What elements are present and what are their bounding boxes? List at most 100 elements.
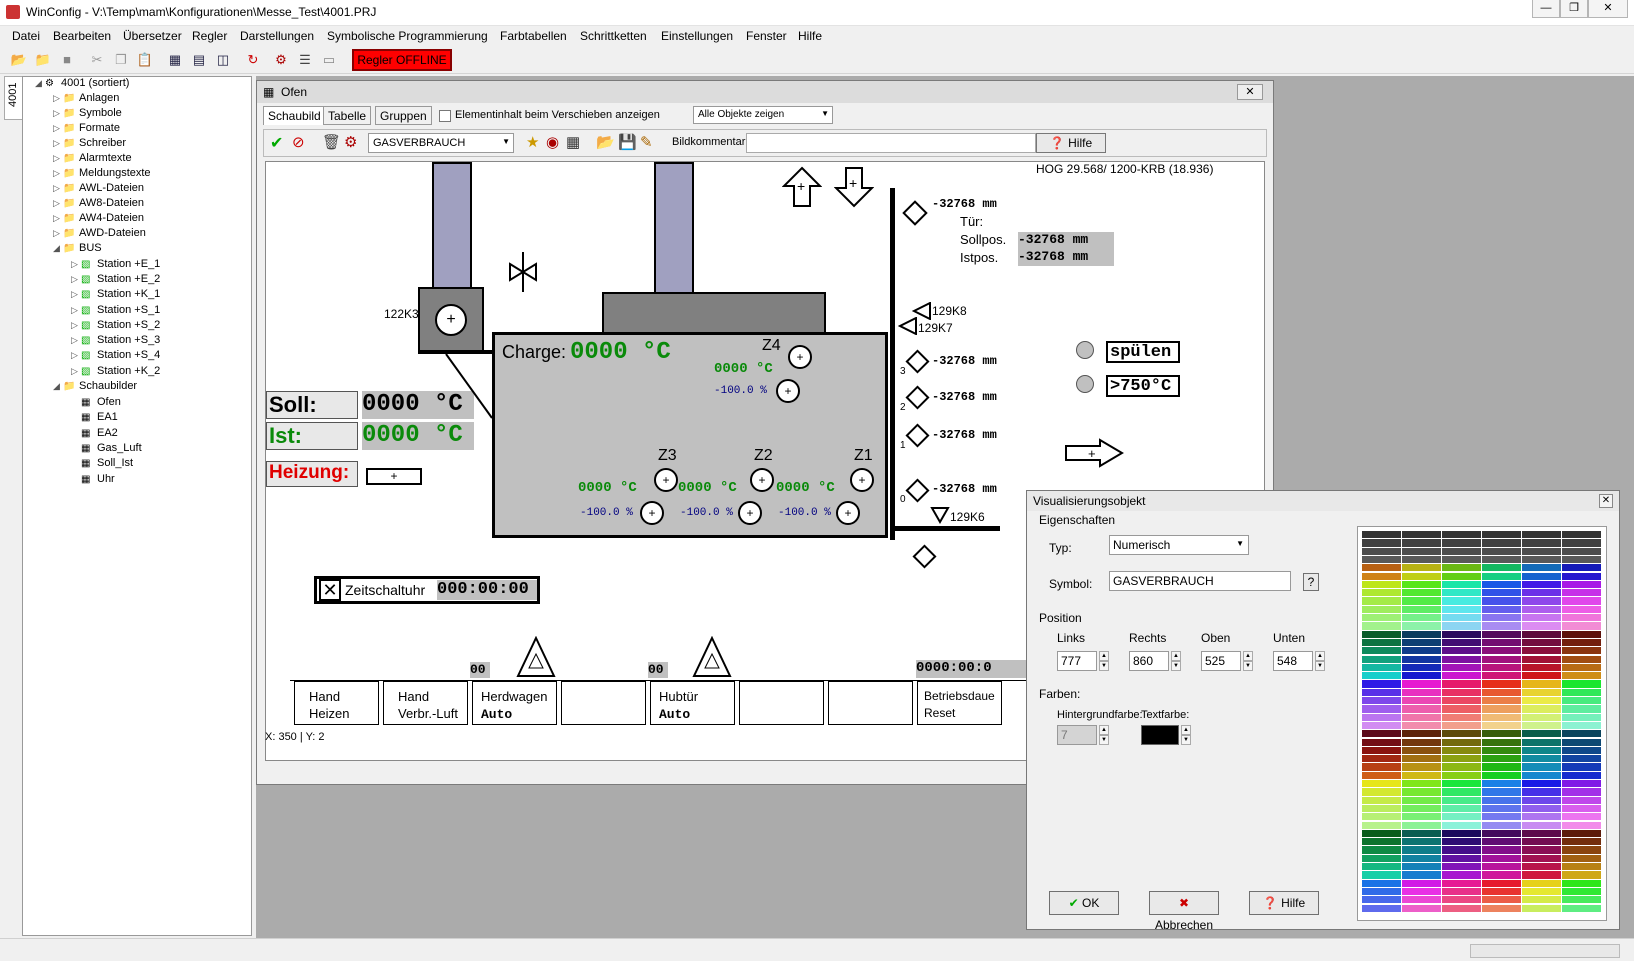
palette-swatch[interactable] bbox=[1562, 796, 1601, 804]
palette-swatch[interactable] bbox=[1482, 838, 1521, 846]
palette-swatch[interactable] bbox=[1522, 605, 1561, 613]
palette-swatch[interactable] bbox=[1442, 788, 1481, 796]
palette-swatch[interactable] bbox=[1442, 672, 1481, 680]
palette-swatch[interactable] bbox=[1482, 697, 1521, 705]
palette-swatch[interactable] bbox=[1482, 713, 1521, 721]
palette-swatch[interactable] bbox=[1442, 597, 1481, 605]
minimize-button[interactable]: — bbox=[1532, 0, 1560, 18]
palette-swatch[interactable] bbox=[1402, 879, 1441, 887]
unten-spin-down[interactable]: ▼ bbox=[1315, 661, 1325, 671]
palette-swatch[interactable] bbox=[1522, 564, 1561, 572]
palette-swatch[interactable] bbox=[1442, 697, 1481, 705]
tree-item[interactable]: ▷📁Symbole bbox=[53, 107, 122, 119]
palette-swatch[interactable] bbox=[1402, 713, 1441, 721]
palette-swatch[interactable] bbox=[1562, 813, 1601, 821]
palette-swatch[interactable] bbox=[1562, 697, 1601, 705]
palette-swatch[interactable] bbox=[1402, 763, 1441, 771]
tree-item[interactable]: ▷📁AWD-Dateien bbox=[53, 227, 146, 239]
palette-swatch[interactable] bbox=[1362, 589, 1401, 597]
palette-swatch[interactable] bbox=[1442, 730, 1481, 738]
palette-swatch[interactable] bbox=[1402, 531, 1441, 539]
palette-swatch[interactable] bbox=[1562, 622, 1601, 630]
delete-icon[interactable]: 🗑 bbox=[322, 134, 342, 151]
tab-schaubild[interactable]: Schaubild bbox=[263, 106, 326, 125]
palette-swatch[interactable] bbox=[1482, 887, 1521, 896]
palette-swatch[interactable] bbox=[1362, 863, 1401, 871]
palette-swatch[interactable] bbox=[1562, 539, 1601, 547]
empty-button-7[interactable] bbox=[828, 681, 913, 725]
palette-swatch[interactable] bbox=[1442, 688, 1481, 696]
palette-swatch[interactable] bbox=[1522, 879, 1561, 887]
palette-swatch[interactable] bbox=[1522, 829, 1561, 838]
palette-swatch[interactable] bbox=[1442, 539, 1481, 547]
palette-swatch[interactable] bbox=[1482, 846, 1521, 854]
palette-swatch[interactable] bbox=[1562, 663, 1601, 672]
elementinhalt-checkbox[interactable] bbox=[439, 110, 451, 122]
monitor-icon[interactable]: ▭ bbox=[322, 52, 336, 67]
palette-swatch[interactable] bbox=[1402, 813, 1441, 821]
palette-swatch[interactable] bbox=[1442, 746, 1481, 755]
tree-item[interactable]: ▷📁Meldungstexte bbox=[53, 167, 151, 179]
oben-spin-up[interactable]: ▲ bbox=[1243, 651, 1253, 661]
palette-swatch[interactable] bbox=[1362, 771, 1401, 779]
hilfe-button[interactable]: ❓ Hilfe bbox=[1036, 133, 1106, 153]
palette-swatch[interactable] bbox=[1402, 614, 1441, 622]
palette-swatch[interactable] bbox=[1442, 638, 1481, 647]
palette-swatch[interactable] bbox=[1362, 647, 1401, 655]
palette-swatch[interactable] bbox=[1522, 539, 1561, 547]
palette-swatch[interactable] bbox=[1362, 555, 1401, 564]
palette-swatch[interactable] bbox=[1362, 697, 1401, 705]
palette-swatch[interactable] bbox=[1442, 813, 1481, 821]
tree-schaubild[interactable]: ▦EA1 bbox=[81, 411, 118, 423]
palette-swatch[interactable] bbox=[1442, 871, 1481, 879]
palette-swatch[interactable] bbox=[1442, 580, 1481, 589]
palette-swatch[interactable] bbox=[1522, 572, 1561, 580]
palette-swatch[interactable] bbox=[1562, 763, 1601, 771]
palette-swatch[interactable] bbox=[1482, 755, 1521, 763]
palette-swatch[interactable] bbox=[1362, 572, 1401, 580]
palette-swatch[interactable] bbox=[1362, 887, 1401, 896]
palette-swatch[interactable] bbox=[1442, 721, 1481, 730]
color-palette[interactable] bbox=[1357, 526, 1607, 921]
palette-swatch[interactable] bbox=[1442, 655, 1481, 663]
grid-icon[interactable]: ▦ bbox=[566, 134, 581, 151]
menu-darstellungen[interactable]: Darstellungen bbox=[240, 29, 315, 43]
tree-item[interactable]: ▷📁Alarmtexte bbox=[53, 152, 132, 164]
soll-value[interactable]: 0000 °C bbox=[362, 391, 474, 419]
palette-swatch[interactable] bbox=[1442, 605, 1481, 613]
palette-swatch[interactable] bbox=[1562, 630, 1601, 638]
menu-symbolische-programmierung[interactable]: Symbolische Programmierung bbox=[327, 29, 488, 43]
palette-swatch[interactable] bbox=[1362, 904, 1401, 912]
palette-swatch[interactable] bbox=[1522, 746, 1561, 755]
save-icon[interactable]: ■ bbox=[63, 52, 71, 67]
palette-swatch[interactable] bbox=[1482, 829, 1521, 838]
copy-icon[interactable]: ❐ bbox=[115, 52, 127, 67]
dialog-hilfe-button[interactable]: ❓ Hilfe bbox=[1249, 891, 1319, 915]
unten-spin-up[interactable]: ▲ bbox=[1315, 651, 1325, 661]
palette-swatch[interactable] bbox=[1482, 663, 1521, 672]
palette-swatch[interactable] bbox=[1402, 887, 1441, 896]
palette-swatch[interactable] bbox=[1562, 589, 1601, 597]
palette-swatch[interactable] bbox=[1362, 846, 1401, 854]
open-folder-icon[interactable]: 📂 bbox=[596, 134, 615, 151]
palette-swatch[interactable] bbox=[1362, 796, 1401, 804]
palette-swatch[interactable] bbox=[1362, 879, 1401, 887]
palette-swatch[interactable] bbox=[1402, 746, 1441, 755]
tree-root[interactable]: ◢⚙4001 (sortiert) bbox=[35, 77, 130, 89]
palette-swatch[interactable] bbox=[1362, 804, 1401, 813]
links-input[interactable]: 777 bbox=[1057, 651, 1097, 671]
palette-swatch[interactable] bbox=[1522, 580, 1561, 589]
palette-swatch[interactable] bbox=[1522, 813, 1561, 821]
palette-swatch[interactable] bbox=[1482, 614, 1521, 622]
edit-icon[interactable]: ✎ bbox=[640, 134, 653, 151]
menu-datei[interactable]: Datei bbox=[12, 29, 41, 43]
palette-swatch[interactable] bbox=[1482, 730, 1521, 738]
tab-gruppen[interactable]: Gruppen bbox=[375, 106, 432, 125]
palette-swatch[interactable] bbox=[1402, 564, 1441, 572]
palette-swatch[interactable] bbox=[1562, 854, 1601, 862]
palette-swatch[interactable] bbox=[1522, 780, 1561, 788]
palette-swatch[interactable] bbox=[1442, 630, 1481, 638]
tree-station[interactable]: ▷▧Station +S_4 bbox=[71, 349, 161, 361]
tf-spin-down[interactable]: ▼ bbox=[1181, 735, 1191, 745]
